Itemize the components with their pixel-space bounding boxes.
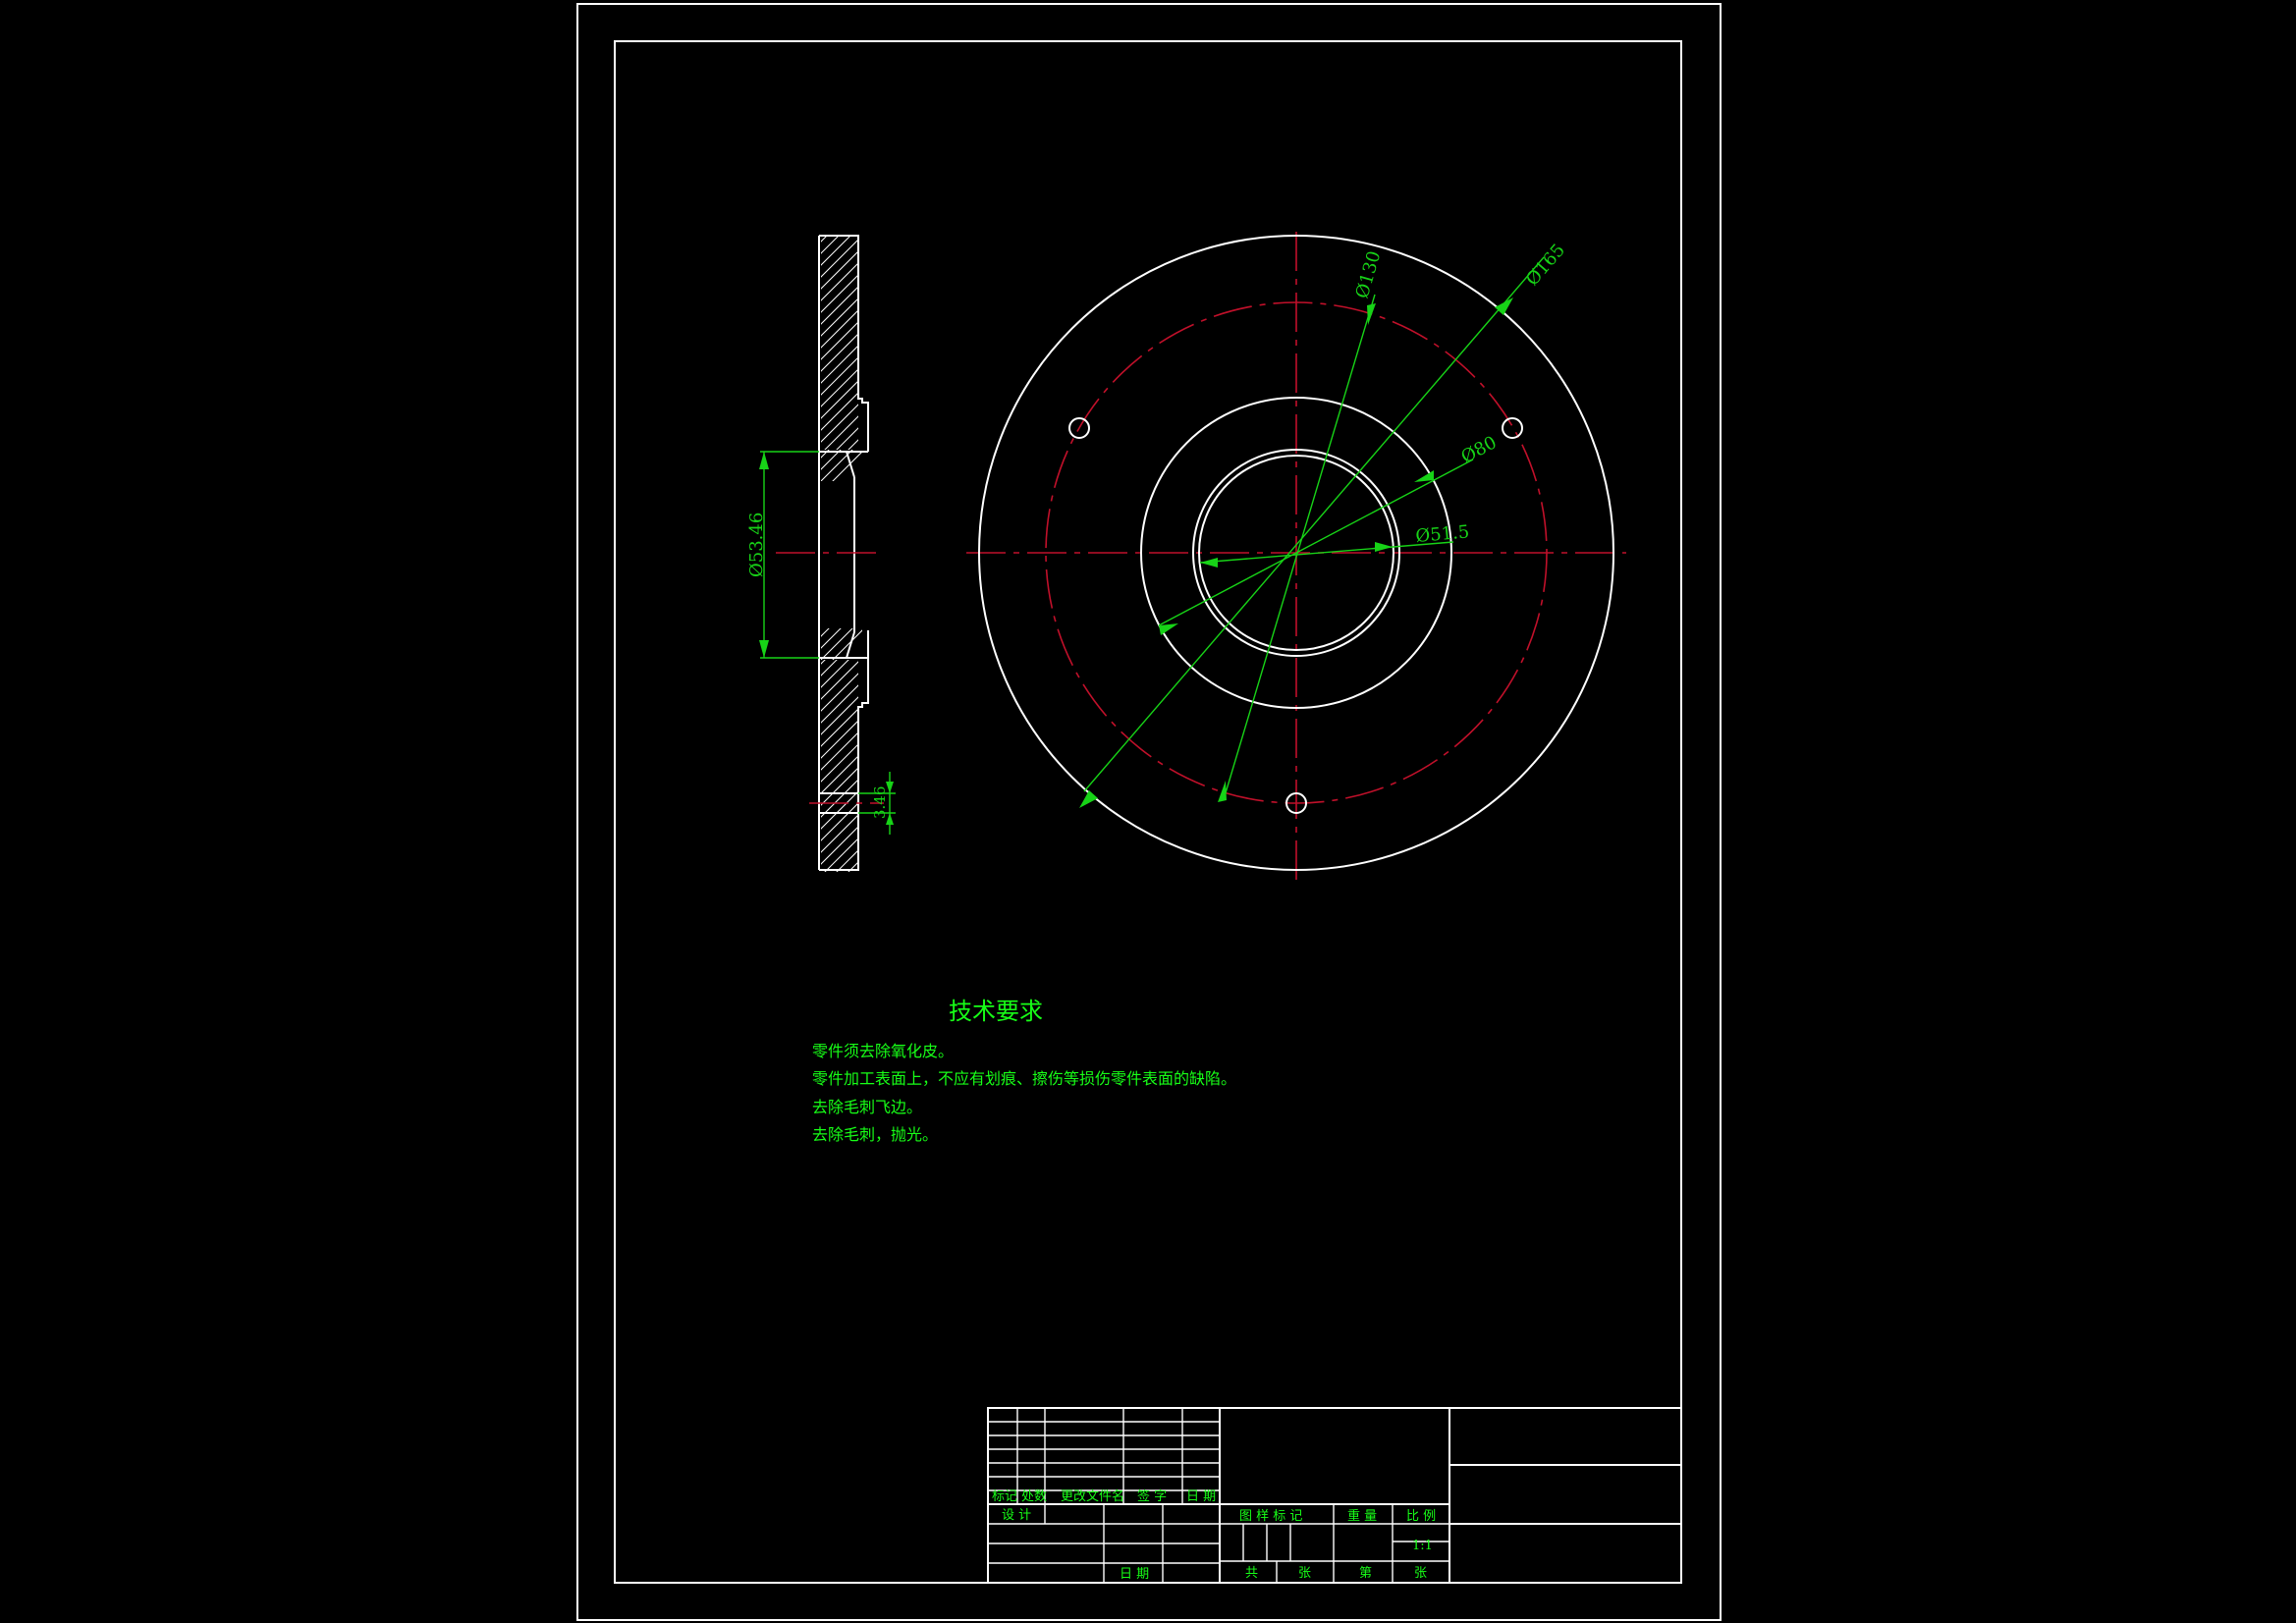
arrow-hole-bottom: [886, 813, 894, 825]
tb-tuyang: 图 样 标 记: [1239, 1509, 1302, 1524]
tb-zhang2: 张: [1414, 1566, 1427, 1581]
dim-line-d165: [1083, 256, 1545, 792]
tb-zhang1: 张: [1298, 1566, 1311, 1581]
tech-line-4: 去除毛刺，抛光。: [812, 1125, 938, 1144]
title-block-frame: [987, 1407, 1682, 1584]
title-block: 标记 处数 更改文件名 签 字 日 期 设 计 日 期 图 样 标 记 重 量 …: [987, 1407, 1682, 1584]
outer-border: [576, 3, 1722, 1621]
bore-chamfer-top: [846, 451, 855, 478]
tb-zhongliang: 重 量: [1347, 1508, 1377, 1524]
arrow-d130-b: [1218, 781, 1227, 802]
bolt-circle: [1045, 301, 1548, 804]
label-hole: 3.46: [871, 786, 889, 819]
arrow-d51-a: [1375, 542, 1393, 552]
bore-inner-circle: [1198, 455, 1394, 651]
arrow-d80-b: [1159, 623, 1178, 635]
dim-line-d80: [1158, 459, 1474, 626]
arrow-d53-bottom: [759, 640, 769, 658]
tb-biaoji: 标记: [992, 1489, 1017, 1504]
tech-line-3: 去除毛刺飞边。: [812, 1098, 922, 1116]
tech-line-1: 零件须去除氧化皮。: [812, 1042, 954, 1060]
tb-riqi2: 日 期: [1120, 1567, 1149, 1582]
arrow-d53-top: [759, 452, 769, 469]
bore-chamfer-bottom: [846, 631, 855, 659]
tb-bili: 比 例: [1406, 1509, 1436, 1524]
tb-riqi: 日 期: [1186, 1489, 1216, 1504]
arrow-d165-b: [1079, 790, 1098, 808]
hatch-area: [821, 236, 862, 872]
label-d53: Ø53.46: [746, 513, 767, 577]
bolt-hole-right: [1502, 417, 1523, 439]
section-outline-top: [819, 235, 869, 452]
arrow-d80-a: [1414, 470, 1434, 482]
tb-di: 第: [1359, 1566, 1372, 1581]
label-d165: Ø165: [1522, 240, 1569, 290]
arrow-hole-top: [886, 782, 894, 793]
tb-scale: 1:1: [1412, 1539, 1433, 1553]
tb-genggai: 更改文件名: [1061, 1488, 1124, 1504]
bore-outer-circle: [1192, 449, 1400, 657]
tb-gong: 共: [1245, 1566, 1258, 1581]
section-outline-bottom: [819, 630, 869, 871]
tech-title: 技术要求: [949, 998, 1043, 1025]
arrow-d51-b: [1200, 558, 1218, 568]
dim-line-d51: [1199, 541, 1454, 564]
label-d130: Ø130: [1352, 248, 1386, 300]
arrow-d165-a: [1495, 298, 1513, 315]
dim-line-d130: [1224, 294, 1376, 797]
tb-chushu: 处数: [1021, 1489, 1047, 1504]
bolt-hole-left: [1068, 417, 1090, 439]
side-section-view: Ø53.46 3.46: [746, 235, 896, 872]
tech-line-2: 零件加工表面上，不应有划痕、擦伤等损伤零件表面的缺陷。: [812, 1069, 1236, 1088]
technical-requirements: 技术要求 零件须去除氧化皮。 零件加工表面上，不应有划痕、擦伤等损伤零件表面的缺…: [812, 998, 1236, 1144]
hub-circle: [1140, 397, 1452, 709]
label-d80: Ø80: [1457, 432, 1500, 467]
arrow-d130-a: [1367, 303, 1376, 325]
label-d51: Ø51.5: [1415, 521, 1470, 547]
tb-qianzi: 签 字: [1137, 1488, 1167, 1504]
bolt-hole-bottom: [1285, 792, 1307, 814]
outer-circle: [978, 235, 1614, 871]
front-dimensions: Ø165 Ø130 Ø80 Ø51.5: [1079, 240, 1569, 808]
tb-sheji: 设 计: [1002, 1508, 1031, 1523]
